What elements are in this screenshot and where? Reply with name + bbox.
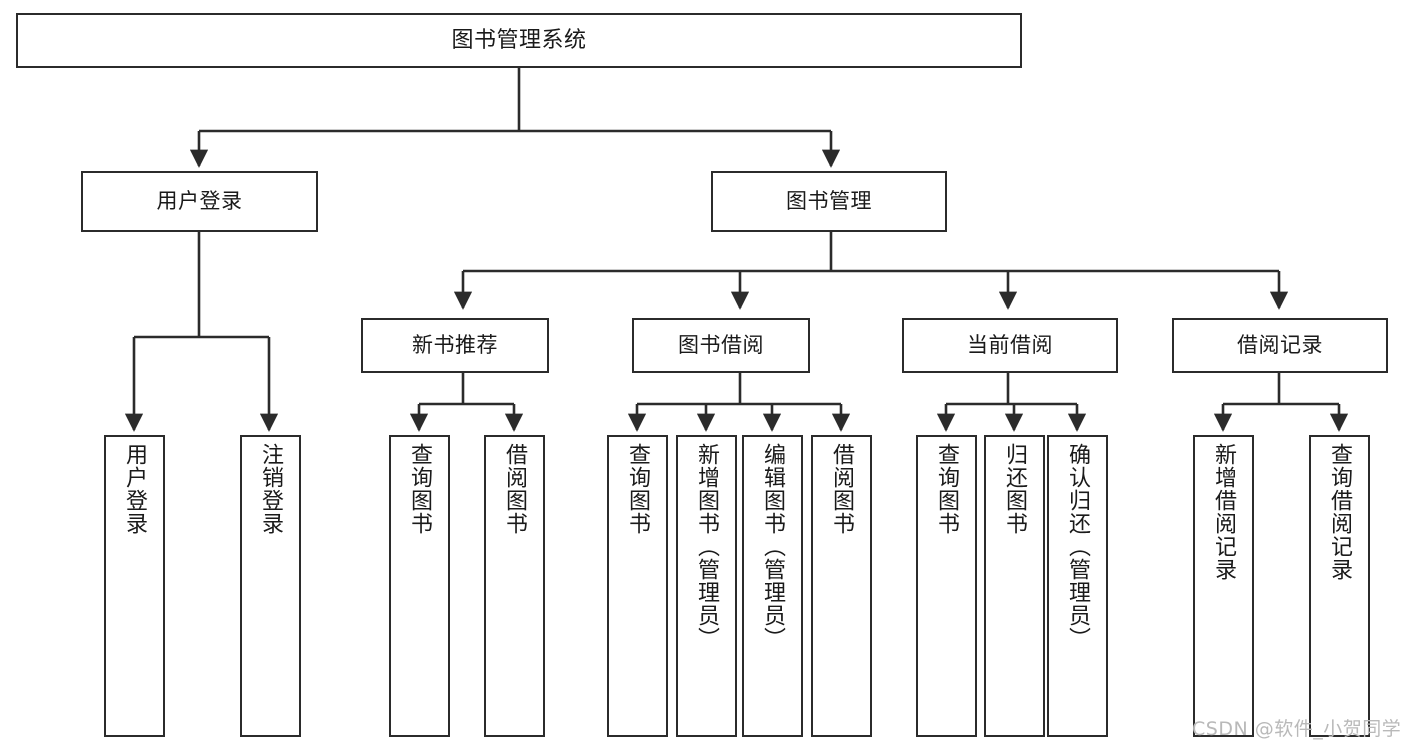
node-new-book-recommend-label: 新书推荐 <box>412 333 498 358</box>
node-leaf-query-book-2-label: 查询图书 <box>625 443 651 535</box>
node-borrow-record-label: 借阅记录 <box>1237 333 1323 358</box>
node-new-book-recommend[interactable]: 新书推荐 <box>361 318 549 373</box>
node-root-label: 图书管理系统 <box>451 27 587 53</box>
node-leaf-add-book[interactable]: 新增图书（管理员） <box>676 435 737 737</box>
node-leaf-add-record-label: 新增借阅记录 <box>1211 443 1237 581</box>
node-leaf-add-record[interactable]: 新增借阅记录 <box>1193 435 1254 737</box>
node-leaf-query-record[interactable]: 查询借阅记录 <box>1309 435 1370 737</box>
node-leaf-query-book-3[interactable]: 查询图书 <box>916 435 977 737</box>
node-leaf-logout-login-label: 注销登录 <box>258 443 284 535</box>
node-leaf-edit-book[interactable]: 编辑图书（管理员） <box>742 435 803 737</box>
node-leaf-query-book-1-label: 查询图书 <box>407 443 433 535</box>
node-book-borrow[interactable]: 图书借阅 <box>632 318 810 373</box>
node-leaf-borrow-book-2[interactable]: 借阅图书 <box>811 435 872 737</box>
node-leaf-return-book[interactable]: 归还图书 <box>984 435 1045 737</box>
node-borrow-record[interactable]: 借阅记录 <box>1172 318 1388 373</box>
node-leaf-borrow-book-1-label: 借阅图书 <box>502 443 528 535</box>
node-leaf-add-book-label: 新增图书（管理员） <box>694 443 720 650</box>
node-root[interactable]: 图书管理系统 <box>16 13 1022 68</box>
node-leaf-borrow-book-1[interactable]: 借阅图书 <box>484 435 545 737</box>
node-user-login-label: 用户登录 <box>156 189 243 214</box>
node-book-management[interactable]: 图书管理 <box>711 171 947 232</box>
node-leaf-confirm-return[interactable]: 确认归还（管理员） <box>1047 435 1108 737</box>
node-leaf-query-book-3-label: 查询图书 <box>934 443 960 535</box>
node-user-login[interactable]: 用户登录 <box>81 171 318 232</box>
node-leaf-confirm-return-label: 确认归还（管理员） <box>1065 443 1091 650</box>
node-current-borrow[interactable]: 当前借阅 <box>902 318 1118 373</box>
node-current-borrow-label: 当前借阅 <box>967 333 1053 358</box>
node-leaf-query-record-label: 查询借阅记录 <box>1327 443 1353 581</box>
node-book-borrow-label: 图书借阅 <box>678 333 764 358</box>
node-leaf-edit-book-label: 编辑图书（管理员） <box>760 443 786 650</box>
node-leaf-logout-login[interactable]: 注销登录 <box>240 435 301 737</box>
node-leaf-user-login-label: 用户登录 <box>122 443 148 535</box>
node-leaf-query-book-2[interactable]: 查询图书 <box>607 435 668 737</box>
node-book-management-label: 图书管理 <box>786 189 872 214</box>
csdn-watermark: CSDN @软件_小贺同学 <box>1192 718 1402 740</box>
node-leaf-return-book-label: 归还图书 <box>1002 443 1028 535</box>
node-leaf-user-login[interactable]: 用户登录 <box>104 435 165 737</box>
node-leaf-borrow-book-2-label: 借阅图书 <box>829 443 855 535</box>
node-leaf-query-book-1[interactable]: 查询图书 <box>389 435 450 737</box>
